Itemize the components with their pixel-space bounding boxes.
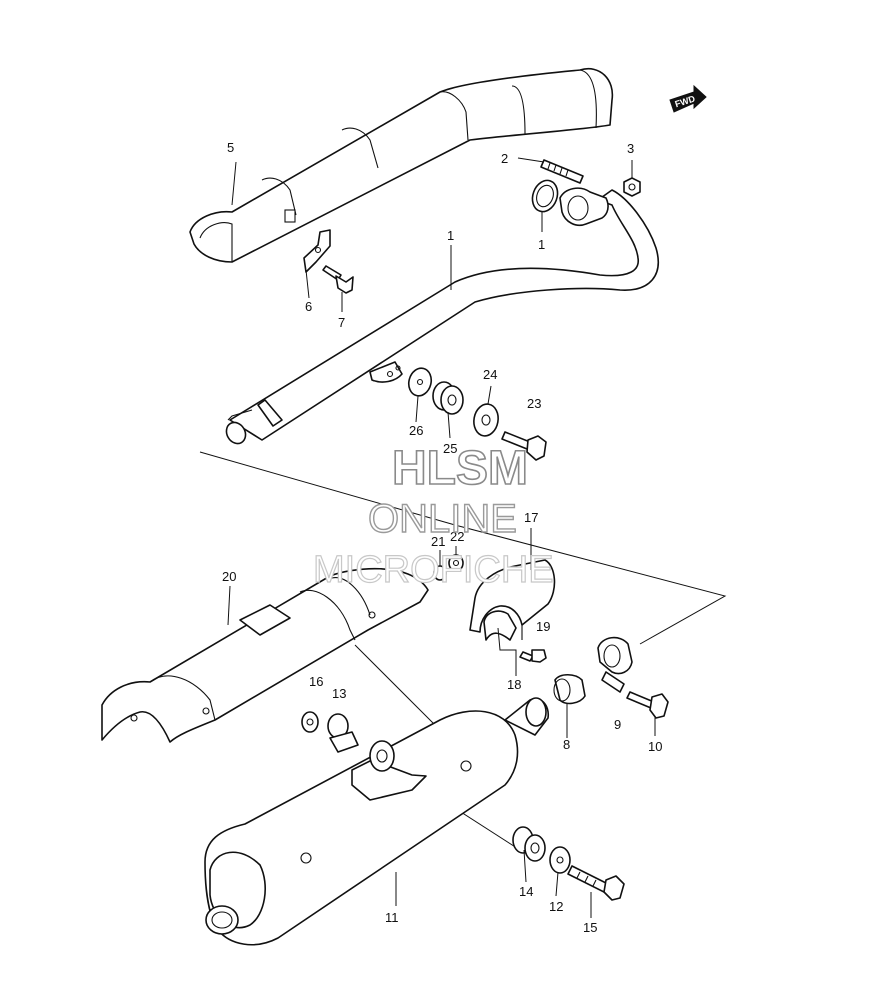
- callout-24: 24: [483, 367, 497, 382]
- callout-21: 21: [431, 534, 445, 549]
- part-15-bolt[interactable]: [567, 865, 625, 901]
- callout-9: 9: [614, 717, 621, 732]
- part-25-grommet[interactable]: [432, 381, 464, 415]
- part-1-gasket[interactable]: [528, 177, 561, 215]
- part-17-clamp[interactable]: [483, 610, 517, 641]
- callout-5: 5: [227, 140, 234, 155]
- part-5-heat-shield[interactable]: [189, 67, 614, 263]
- callout-13: 13: [332, 686, 346, 701]
- callout-16: 16: [309, 674, 323, 689]
- part-16-collar[interactable]: [301, 711, 319, 733]
- part-8-sleeve[interactable]: [553, 673, 586, 705]
- part-2-stud[interactable]: [540, 159, 584, 184]
- part-14-grommet[interactable]: [512, 826, 546, 862]
- part-11-muffler[interactable]: [204, 697, 550, 946]
- callout-8: 8: [563, 737, 570, 752]
- watermark-line-2: ONLINE: [368, 497, 517, 541]
- callout-15: 15: [583, 920, 597, 935]
- forward-direction-marker: FWD: [669, 84, 707, 113]
- callout-18: 18: [507, 677, 521, 692]
- callout-labels: 5 6 7 2 3 1 1 26 25 24 23 20 21 22 17 19…: [222, 140, 662, 935]
- part-18-bolt[interactable]: [519, 649, 547, 663]
- part-19-clamp-cover[interactable]: [469, 559, 556, 640]
- callout-26: 26: [409, 423, 423, 438]
- part-3-nut[interactable]: [623, 177, 641, 197]
- callout-20: 20: [222, 569, 236, 584]
- callout-10: 10: [648, 739, 662, 754]
- callout-1: 1: [447, 228, 454, 243]
- callout-19: 19: [536, 619, 550, 634]
- callout-1b: 1: [538, 237, 545, 252]
- part-7-bolt[interactable]: [322, 265, 354, 294]
- callout-12: 12: [549, 899, 563, 914]
- callout-7: 7: [338, 315, 345, 330]
- callout-14: 14: [519, 884, 533, 899]
- part-24-collar[interactable]: [471, 402, 500, 438]
- part-1-exhaust-pipe[interactable]: [223, 189, 659, 447]
- part-6-bracket[interactable]: [303, 229, 331, 273]
- watermark: HLSM ONLINE MICROFICHE: [312, 441, 554, 591]
- part-12-washer[interactable]: [549, 846, 571, 874]
- callout-6: 6: [305, 299, 312, 314]
- leader-lines: [227, 157, 656, 918]
- watermark-line-1: HLSM: [392, 442, 528, 495]
- part-9-clamp[interactable]: [597, 636, 633, 693]
- part-20-muffler-heat-shield[interactable]: [101, 567, 429, 743]
- callout-11: 11: [385, 910, 399, 925]
- callout-17: 17: [524, 510, 538, 525]
- part-13-grommet[interactable]: [327, 713, 359, 753]
- watermark-line-3: MICROFICHE: [313, 549, 554, 591]
- part-10-bolt[interactable]: [626, 691, 669, 719]
- part-23-bolt[interactable]: [501, 431, 547, 461]
- callout-22: 22: [450, 529, 464, 544]
- callout-23: 23: [527, 396, 541, 411]
- callout-2: 2: [501, 151, 508, 166]
- callout-25: 25: [443, 441, 457, 456]
- part-26-washer[interactable]: [406, 366, 434, 399]
- callout-3: 3: [627, 141, 634, 156]
- exhaust-flange: [559, 187, 609, 227]
